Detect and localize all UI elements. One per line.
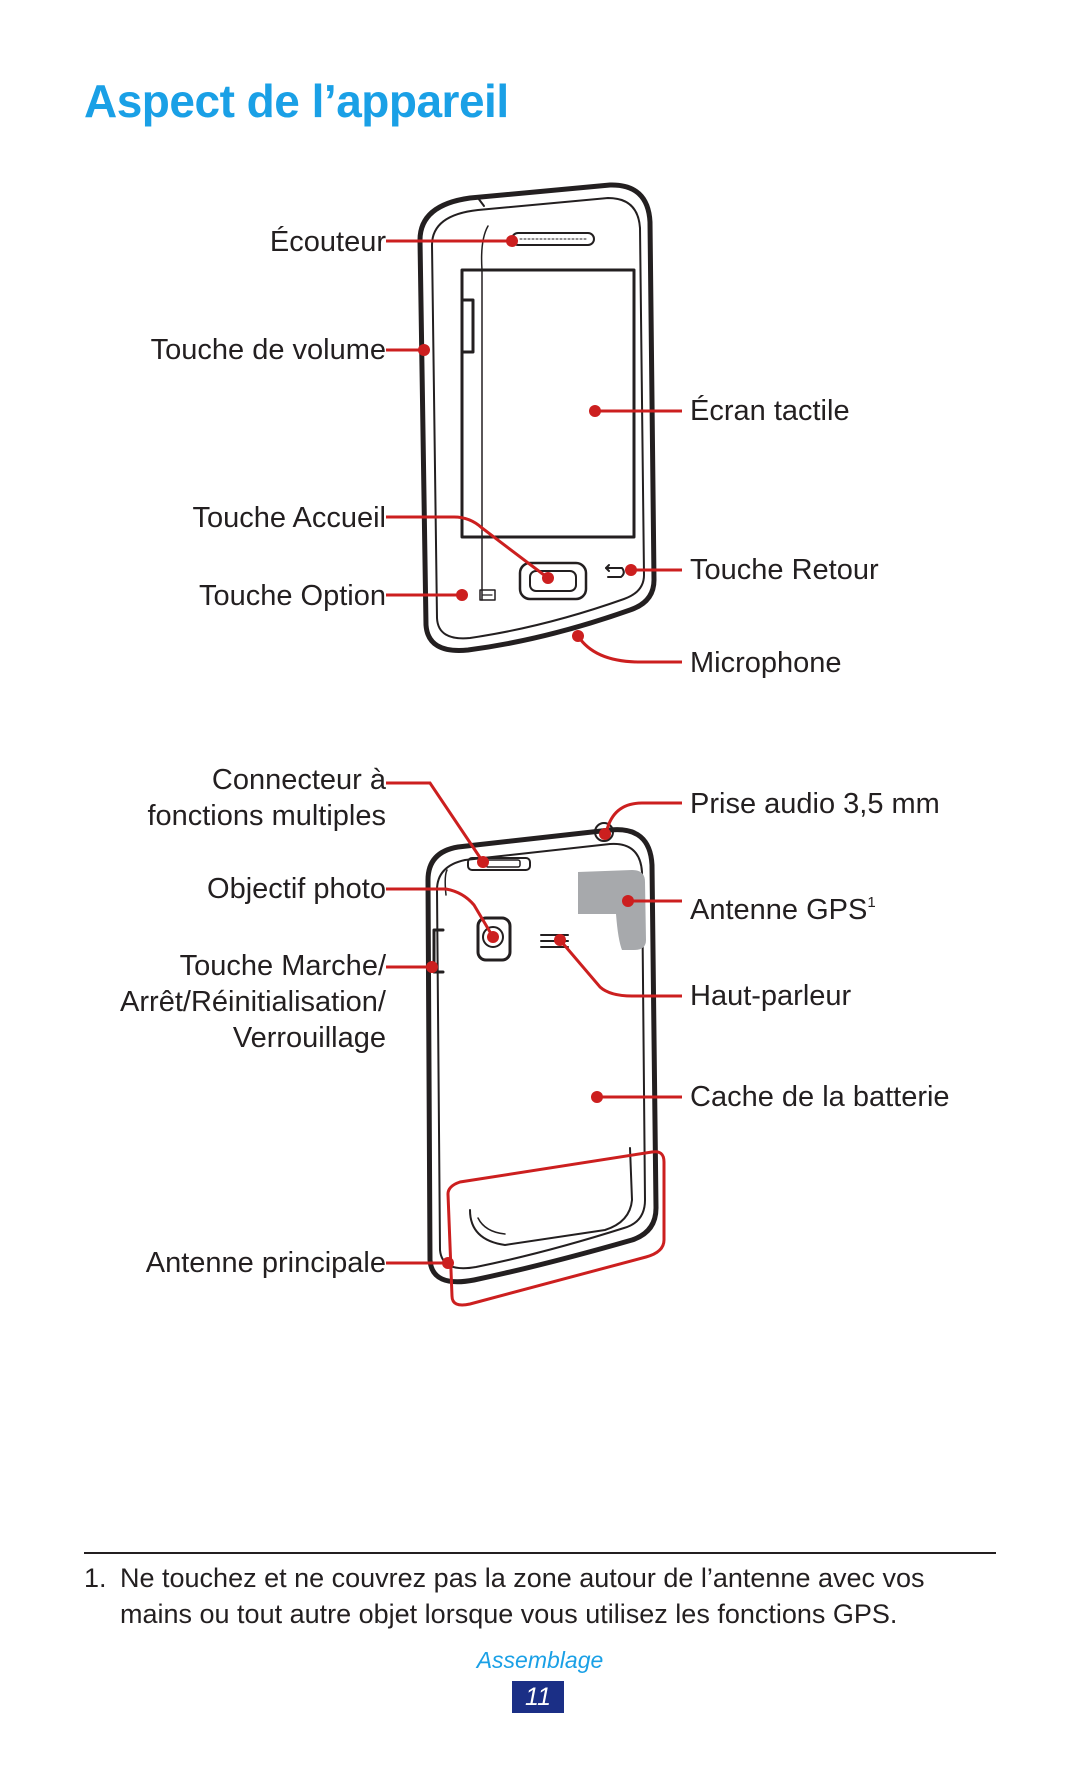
front-callout-dots	[418, 235, 637, 642]
label-ecran-tactile: Écran tactile	[690, 395, 850, 427]
label-connecteur-line1: Connecteur à	[211, 764, 386, 796]
front-phone	[417, 182, 657, 653]
label-touche-marche-line2: Arrêt/Réinitialisation/	[120, 986, 386, 1018]
label-touche-option: Touche Option	[198, 580, 386, 612]
label-connecteur: Connecteur à fonctions multiples	[147, 762, 386, 834]
label-ecouteur: Écouteur	[269, 226, 386, 258]
label-touche-marche: Touche Marche/ Arrêt/Réinitialisation/ V…	[120, 948, 386, 1056]
label-objectif-photo: Objectif photo	[207, 873, 386, 905]
section-name: Assemblage	[476, 1647, 604, 1673]
footnote-divider	[84, 1552, 996, 1554]
label-cache-batterie: Cache de la batterie	[690, 1081, 950, 1113]
label-touche-marche-line1: Touche Marche/	[179, 950, 386, 982]
label-connecteur-line2: fonctions multiples	[147, 800, 386, 832]
label-touche-accueil: Touche Accueil	[192, 502, 386, 534]
footnote-number: 1.	[84, 1563, 107, 1593]
back-callout-dots	[426, 828, 634, 1269]
label-touche-retour: Touche Retour	[690, 554, 879, 586]
label-antenne-gps: Antenne GPS1	[690, 885, 876, 928]
main-antenna-zone	[446, 1150, 666, 1307]
front-callouts	[386, 239, 682, 664]
label-microphone: Microphone	[690, 647, 842, 679]
page-title: Aspect de l’appareil	[84, 75, 509, 127]
footnote-marker: 1	[867, 894, 876, 911]
page-number: 11	[512, 1681, 564, 1713]
gps-antenna-area	[578, 870, 646, 950]
label-antenne-gps-text: Antenne GPS	[690, 894, 868, 926]
label-haut-parleur: Haut-parleur	[690, 980, 852, 1012]
footnote-text: Ne touchez et ne couvrez pas la zone aut…	[120, 1563, 925, 1629]
label-touche-volume: Touche de volume	[150, 334, 386, 366]
label-antenne-principale: Antenne principale	[145, 1247, 386, 1279]
back-phone	[425, 822, 659, 1285]
label-prise-audio: Prise audio 3,5 mm	[690, 788, 940, 820]
back-callouts	[386, 781, 682, 1265]
footnote: 1. Ne touchez et ne couvrez pas la zone …	[84, 1560, 1004, 1632]
label-touche-marche-line3: Verrouillage	[232, 1022, 386, 1054]
